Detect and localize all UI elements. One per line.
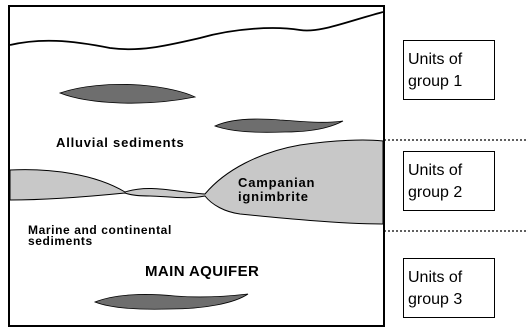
main-aquifer-label: MAIN AQUIFER (145, 264, 259, 279)
group-1-label: Units of group 1 (408, 49, 462, 93)
group-2-label: Units of group 2 (408, 160, 462, 204)
alluvial-sediments-label: Alluvial sediments (56, 136, 185, 149)
group-2-box: Units of group 2 (403, 151, 495, 211)
group-1-box: Units of group 1 (403, 40, 495, 100)
group-3-box: Units of group 3 (403, 258, 495, 318)
campanian-ignimbrite-label: Campanian ignimbrite (238, 176, 315, 204)
group-3-label: Units of group 3 (408, 267, 462, 311)
marine-continental-sediments-label: Marine and continental sediments (28, 225, 172, 247)
